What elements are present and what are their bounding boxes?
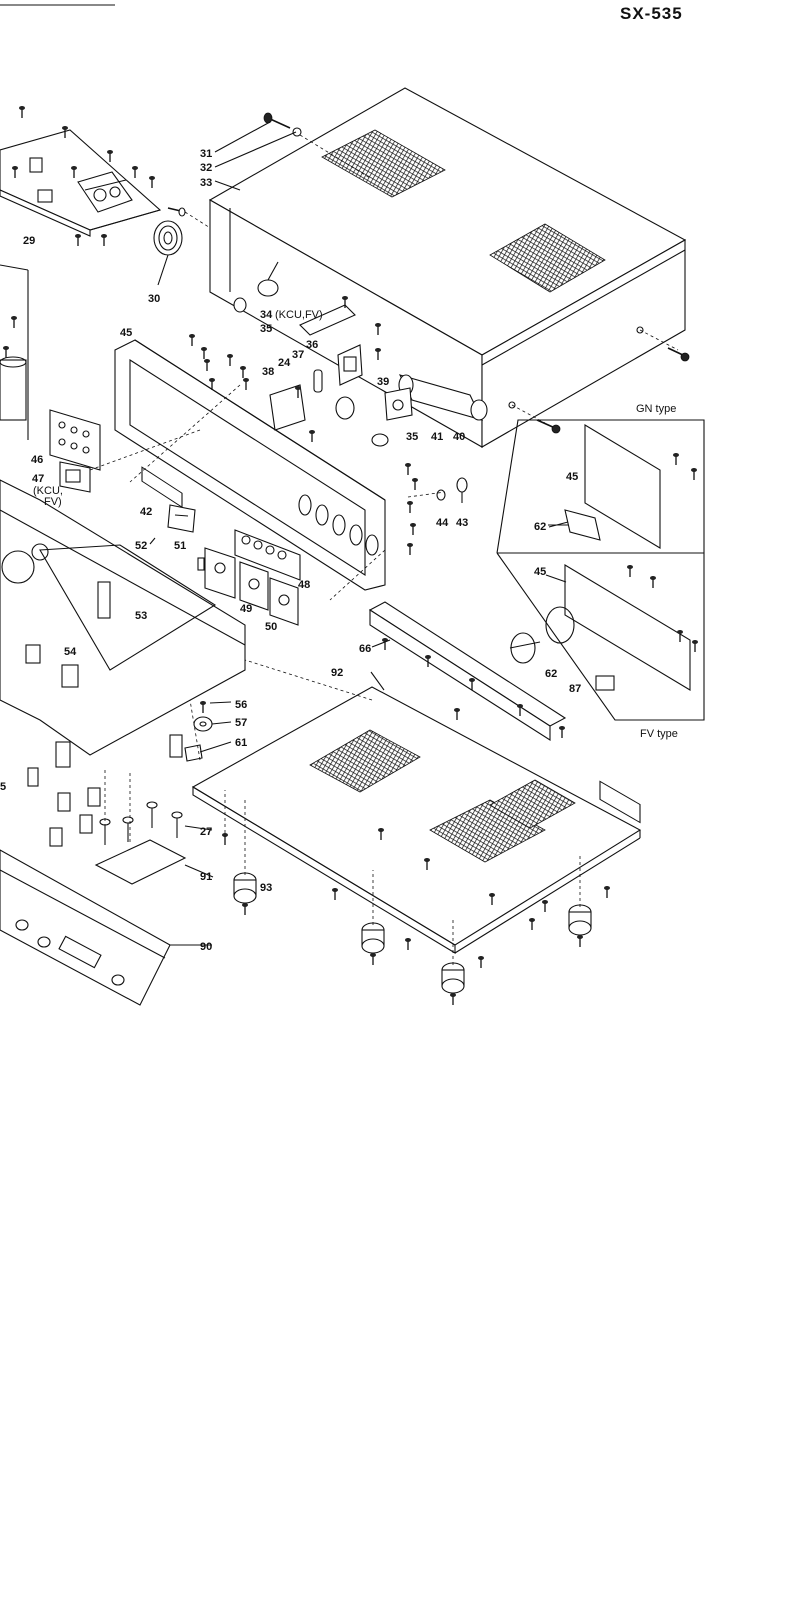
top-cover-33 bbox=[208, 87, 687, 448]
support-posts-27 bbox=[99, 801, 183, 845]
dial-knob-30 bbox=[153, 220, 183, 286]
label-55: 5 bbox=[0, 781, 6, 793]
label-62-fv: 62 bbox=[545, 668, 557, 680]
label-30: 30 bbox=[148, 293, 160, 305]
left-chassis-components bbox=[0, 264, 29, 440]
label-45: 45 bbox=[120, 327, 132, 339]
small-rear-parts bbox=[233, 261, 382, 443]
label-45-gn: 45 bbox=[566, 471, 578, 483]
label-34-note: (KCU,FV) bbox=[275, 309, 323, 321]
label-45-fv: 45 bbox=[534, 566, 546, 578]
label-37: 37 bbox=[292, 349, 304, 361]
terminal-board-46 bbox=[49, 409, 101, 471]
label-53: 53 bbox=[135, 610, 147, 622]
label-49: 49 bbox=[240, 603, 252, 615]
label-41: 41 bbox=[431, 431, 443, 443]
ac-outlet-47 bbox=[59, 461, 91, 493]
pcb-assembly-29 bbox=[0, 105, 162, 247]
label-93: 93 bbox=[260, 882, 272, 894]
model-title: SX-535 bbox=[620, 4, 683, 23]
label-47-note-2: FV) bbox=[44, 496, 62, 508]
label-62-gn: 62 bbox=[534, 521, 546, 533]
label-35: 35 bbox=[260, 323, 272, 335]
screws-31-32 bbox=[263, 112, 371, 179]
label-43: 43 bbox=[456, 517, 468, 529]
screw-washer-near-29 bbox=[167, 207, 246, 251]
label-47: 47 bbox=[32, 473, 44, 485]
label-48: 48 bbox=[298, 579, 310, 591]
label-57: 57 bbox=[235, 717, 247, 729]
label-87: 87 bbox=[569, 683, 581, 695]
cord-clamp-35b bbox=[371, 433, 389, 447]
label-56: 56 bbox=[235, 699, 247, 711]
assembly-leaders bbox=[89, 384, 581, 965]
inset-gn-type bbox=[496, 419, 705, 824]
rear-panel-45 bbox=[114, 333, 419, 591]
label-35b: 35 bbox=[406, 431, 418, 443]
speaker-terminal-49 bbox=[204, 547, 269, 611]
label-52: 52 bbox=[135, 540, 147, 552]
speaker-terminal-50 bbox=[269, 577, 299, 626]
label-24: 24 bbox=[278, 357, 291, 369]
front-panel-90 bbox=[0, 849, 171, 1006]
label-42: 42 bbox=[140, 506, 152, 518]
label-51: 51 bbox=[174, 540, 186, 552]
label-92: 92 bbox=[331, 667, 343, 679]
label-27: 27 bbox=[200, 826, 212, 838]
label-66: 66 bbox=[359, 643, 371, 655]
label-39: 39 bbox=[377, 376, 389, 388]
label-91: 91 bbox=[200, 871, 212, 883]
label-34: 34 bbox=[260, 309, 273, 321]
inset-fv-type bbox=[496, 552, 705, 721]
mounting-rail-66 bbox=[368, 601, 567, 742]
label-29: 29 bbox=[23, 235, 35, 247]
gn-type-label: GN type bbox=[636, 403, 676, 415]
label-61: 61 bbox=[235, 737, 247, 749]
bottom-plate-92 bbox=[191, 686, 642, 954]
label-36: 36 bbox=[306, 339, 318, 351]
jack-board-48 bbox=[234, 529, 301, 581]
label-31: 31 bbox=[200, 148, 212, 160]
label-38: 38 bbox=[262, 366, 274, 378]
knob-43-washer-44 bbox=[436, 477, 468, 503]
label-54: 54 bbox=[64, 646, 77, 658]
label-44: 44 bbox=[436, 517, 449, 529]
label-40: 40 bbox=[453, 431, 465, 443]
cord-bracket-41 bbox=[384, 387, 413, 421]
chassis-52 bbox=[0, 479, 246, 756]
rubber-feet-93 bbox=[233, 872, 592, 994]
label-46: 46 bbox=[31, 454, 43, 466]
bracket-42 bbox=[167, 504, 196, 533]
label-47-note-1: (KCU, bbox=[33, 485, 63, 497]
fv-type-label: FV type bbox=[640, 728, 678, 740]
label-33: 33 bbox=[200, 177, 212, 189]
label-90: 90 bbox=[200, 941, 212, 953]
label-50: 50 bbox=[265, 621, 277, 633]
part-labels: 31 32 33 29 30 34 (KCU,FV) 35 45 36 37 2… bbox=[0, 121, 678, 953]
label-32: 32 bbox=[200, 162, 212, 174]
cover-plate-91 bbox=[94, 839, 187, 885]
